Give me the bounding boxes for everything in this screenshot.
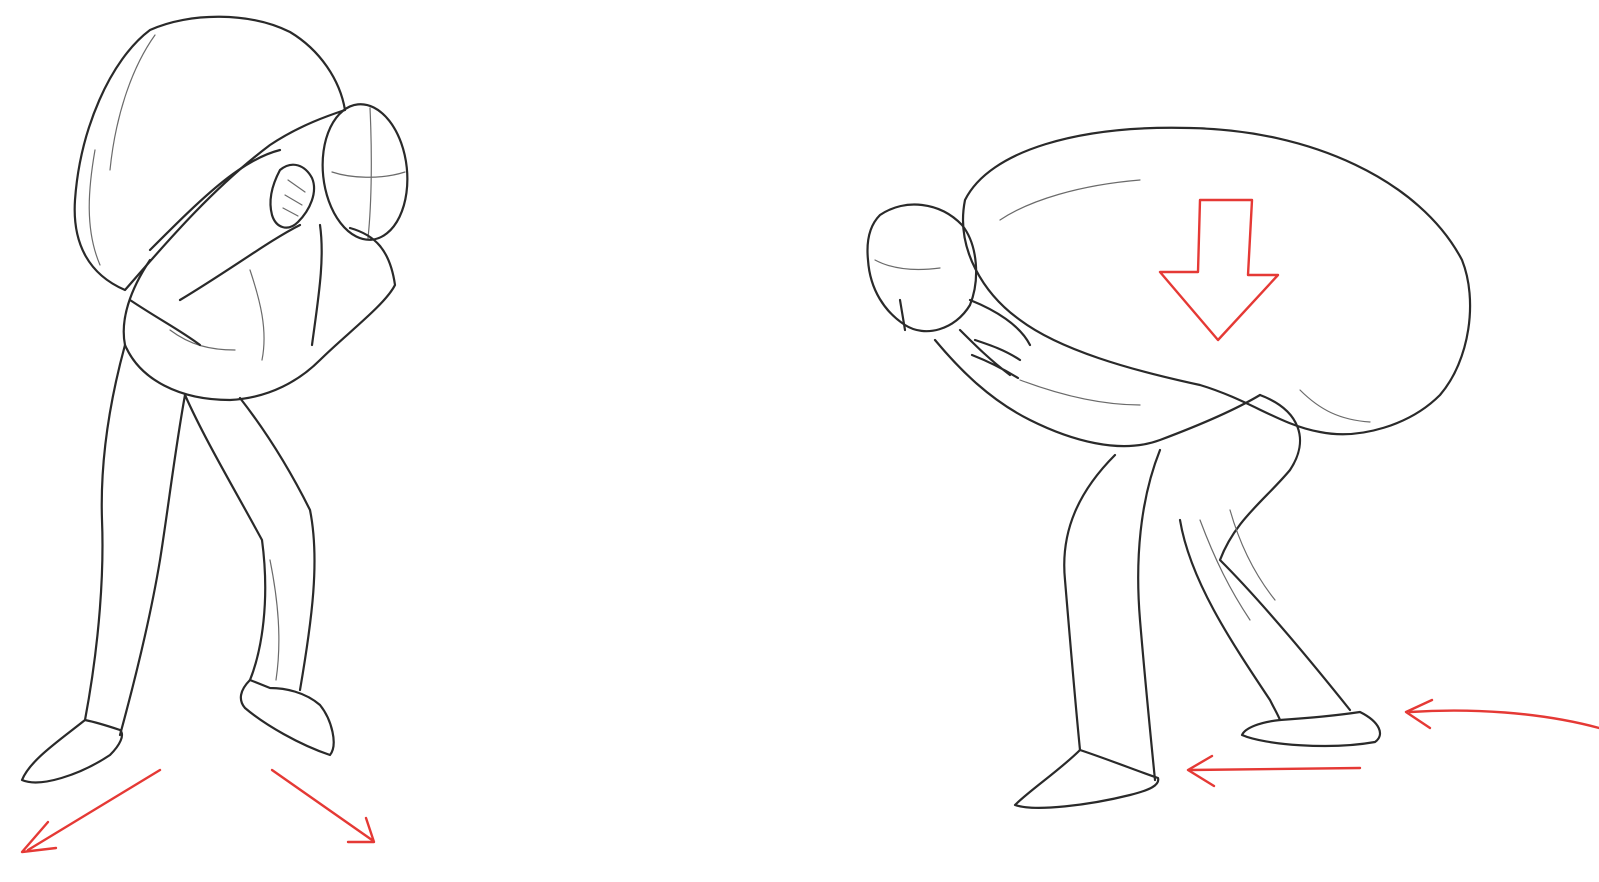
right-leg-b [1180,395,1350,720]
right-head [868,205,977,332]
left-foot-a [22,720,122,782]
right-arms [960,300,1030,378]
left-torso [124,150,395,400]
right-arrowhead-b [1406,700,1432,728]
right-foot-a [1015,750,1158,808]
down-arrow-icon [1160,200,1278,340]
left-leg-a [85,345,185,735]
left-motion-arrows [22,770,374,852]
left-sack [75,17,345,290]
right-arrow-b [1410,711,1599,728]
right-torso [935,340,1260,446]
left-foot-b [241,680,334,755]
left-leg-b [185,395,315,690]
right-foot-b [1242,712,1380,746]
right-leg-a [1064,450,1160,780]
left-hands [270,165,314,228]
left-head [316,100,414,244]
left-figure [22,17,414,783]
right-arrow-a [1190,768,1360,770]
right-figure [868,128,1471,808]
right-sack [963,128,1470,434]
left-arrow-b [272,770,372,840]
right-motion-arrows [1160,200,1599,786]
